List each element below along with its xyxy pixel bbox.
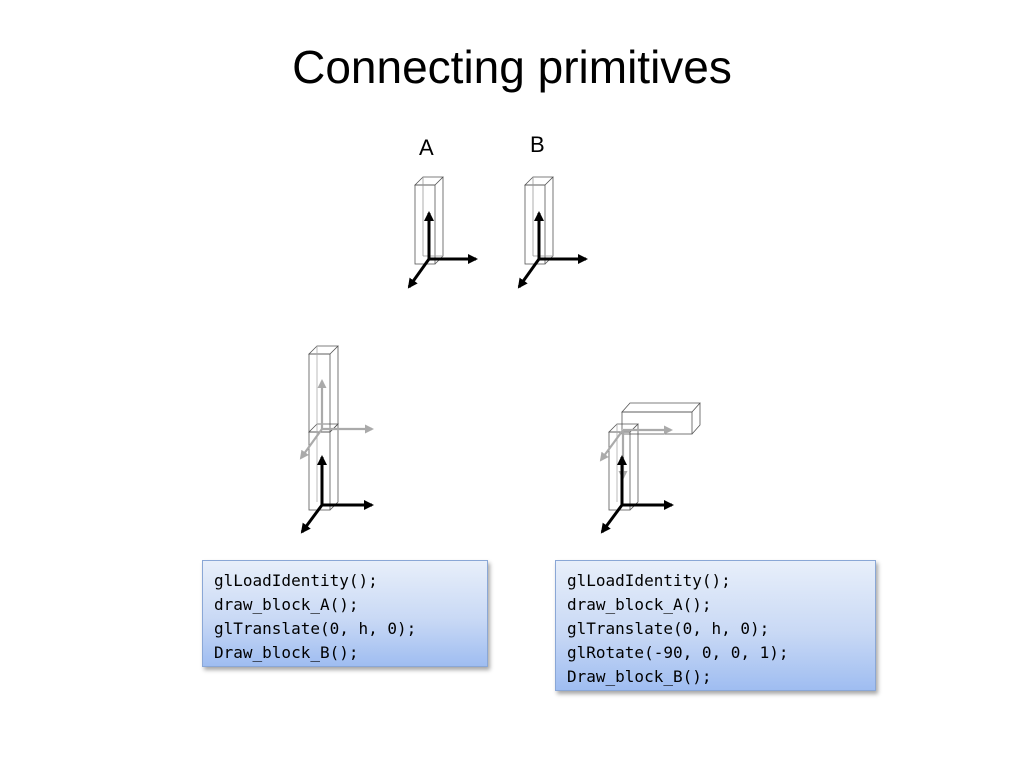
rotated-base-axes [600,455,674,534]
code-line: glTranslate(0, h, 0); [567,619,770,638]
stacked-base-axes [300,455,374,534]
code-box-rotate: glLoadIdentity(); draw_block_A(); glTran… [555,560,876,691]
code-line: glLoadIdentity(); [567,571,731,590]
code-line: glRotate(-90, 0, 0, 1); [567,643,789,662]
block-a-box [414,176,444,265]
block-a-axes [407,211,478,289]
label-b: B [530,132,545,157]
stacked-upper-axes [299,379,374,460]
code-line: glTranslate(0, h, 0); [214,619,417,638]
slide-title: Connecting primitives [292,41,732,93]
code-line: Draw_block_B(); [567,667,712,686]
label-a: A [419,135,434,160]
code-line: draw_block_A(); [567,595,712,614]
code-line: draw_block_A(); [214,595,359,614]
code-line: Draw_block_B(); [214,643,359,662]
code-line: glLoadIdentity(); [214,571,378,590]
rotated-upper-axes [599,425,673,480]
code-box-translate: glLoadIdentity(); draw_block_A(); glTran… [202,560,488,667]
block-b-axes [517,211,588,289]
